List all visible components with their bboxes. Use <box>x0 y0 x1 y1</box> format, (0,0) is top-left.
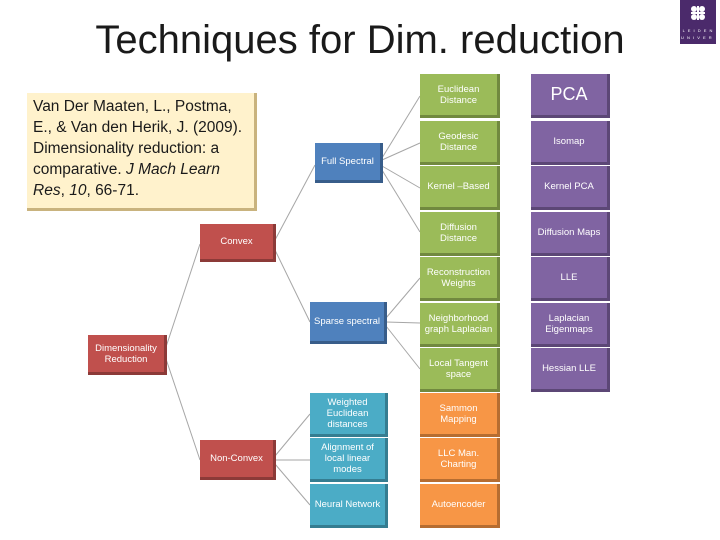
technique-isomap: Isomap <box>531 121 610 165</box>
citation-authors: Van Der Maaten, L., Postma, E., & Van de… <box>33 98 243 178</box>
citation-pages: , 66-71. <box>86 182 140 199</box>
technique-sammon-mapping: Sammon Mapping <box>420 393 500 437</box>
connector-nonconvex-neural <box>274 463 311 506</box>
crest-icon <box>691 6 705 20</box>
connector-full-diffusion <box>381 169 421 233</box>
criterion-geodesic-distance: Geodesic Distance <box>420 121 500 165</box>
connector-convex-full <box>274 164 316 241</box>
connector-root-nonconvex <box>164 355 201 461</box>
criterion-neighborhood-graph-laplacian: Neighborhood graph Laplacian <box>420 303 500 347</box>
university-logo: L E I D E N U N I V E R S I T Y <box>680 0 716 44</box>
connector-nonconvex-weighted <box>274 413 311 457</box>
technique-llc-man-charting: LLC Man. Charting <box>420 438 500 482</box>
connector-full-kernel <box>381 165 421 189</box>
node-convex: Convex <box>200 224 276 262</box>
criterion-weighted-euclidean-distances: Weighted Euclidean distances <box>310 393 388 437</box>
connector-convex-sparse <box>274 249 311 323</box>
citation-separator: , <box>60 182 70 199</box>
technique-hessian-lle: Hessian LLE <box>531 348 610 392</box>
technique-pca: PCA <box>531 74 610 118</box>
node-dimensionality-reduction: Dimensionality Reduction <box>88 335 167 375</box>
technique-diffusion-maps: Diffusion Maps <box>531 212 610 256</box>
criterion-diffusion-distance: Diffusion Distance <box>420 212 500 256</box>
criterion-local-tangent-space: Local Tangent space <box>420 348 500 392</box>
connector-sparse-neigh <box>385 321 421 324</box>
technique-lle: LLE <box>531 257 610 301</box>
criterion-reconstruction-weights: Reconstruction Weights <box>420 257 500 301</box>
slide-title: Techniques for Dim. reduction <box>95 18 625 62</box>
citation-box: Van Der Maaten, L., Postma, E., & Van de… <box>27 93 257 211</box>
technique-kernel-pca: Kernel PCA <box>531 166 610 210</box>
connector-full-geodesic <box>381 142 421 161</box>
node-sparse-spectral: Sparse spectral <box>310 302 387 344</box>
criterion-alignment-local-linear-modes: Alignment of local linear modes <box>310 438 388 482</box>
criterion-euclidean-distance: Euclidean Distance <box>420 74 500 118</box>
connector-sparse-recon <box>385 277 421 319</box>
criterion-neural-network: Neural Network <box>310 484 388 528</box>
node-full-spectral: Full Spectral <box>315 143 383 183</box>
connector-sparse-tangent <box>385 325 421 370</box>
node-non-convex: Non-Convex <box>200 440 276 480</box>
criterion-kernel-based: Kernel –Based <box>420 166 500 210</box>
citation-journal: J Mach Learn Res <box>33 161 220 199</box>
citation-volume: 10 <box>69 182 87 199</box>
logo-text-line1: L E I D E N <box>682 28 714 33</box>
connector-full-euclid <box>381 95 421 159</box>
connector-root-convex <box>164 243 201 351</box>
logo-text-line2: U N I V E R S I T Y <box>681 35 715 40</box>
technique-autoencoder: Autoencoder <box>420 484 500 528</box>
technique-laplacian-eigenmaps: Laplacian Eigenmaps <box>531 303 610 347</box>
